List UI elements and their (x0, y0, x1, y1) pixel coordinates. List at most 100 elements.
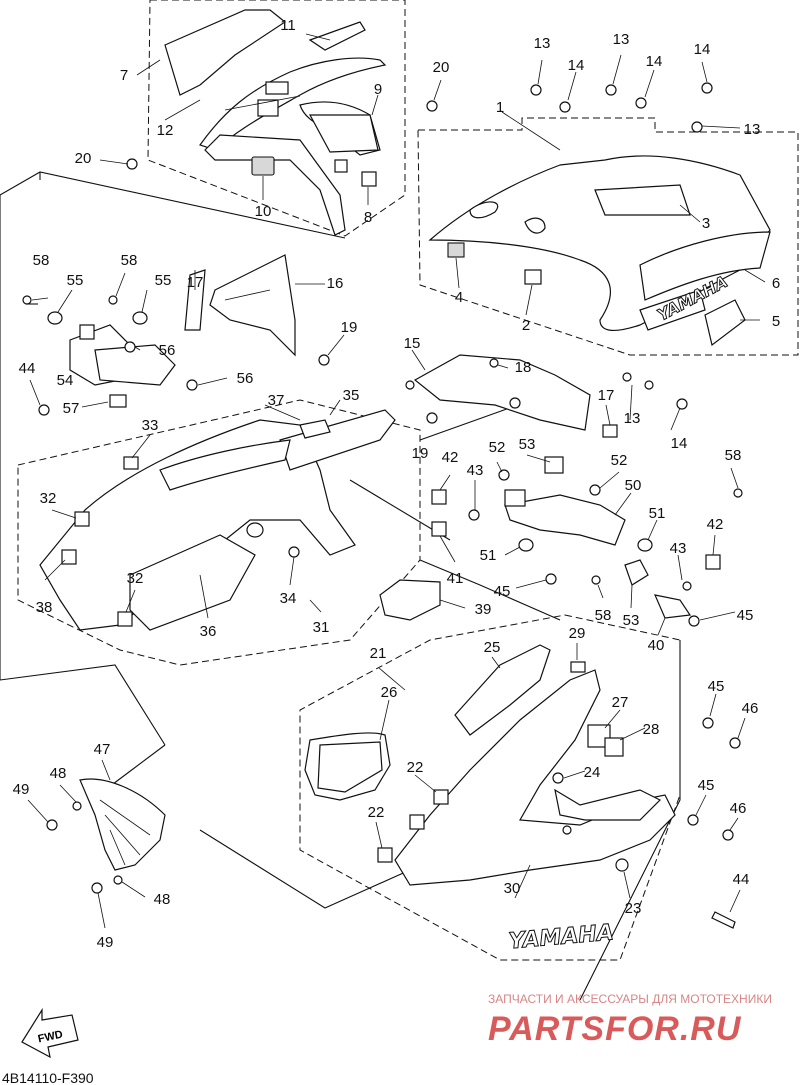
callout-52a: 52 (489, 439, 506, 456)
callout-35: 35 (343, 387, 360, 404)
group-outline-1 (417, 117, 799, 356)
callout-25: 25 (484, 639, 501, 656)
callout-45d: 45 (698, 777, 715, 794)
part-21-lower-cowling-right (304, 644, 741, 929)
callout-48a: 48 (50, 765, 67, 782)
callout-56a: 56 (159, 342, 176, 359)
callout-3: 3 (702, 215, 710, 232)
callout-55a: 55 (67, 272, 84, 289)
callout-8: 8 (364, 209, 372, 226)
part-1-side-cowling-upper (428, 155, 771, 347)
part-47-cover (46, 778, 166, 894)
callout-10: 10 (255, 203, 272, 220)
callout-45c: 45 (708, 678, 725, 695)
callout-11: 11 (280, 17, 296, 34)
callout-58a: 58 (33, 252, 50, 269)
callout-24: 24 (584, 764, 601, 781)
callout-13b: 13 (613, 31, 630, 48)
callout-13d: 13 (624, 410, 641, 427)
callout-21: 21 (370, 645, 387, 662)
callout-17a: 17 (187, 274, 204, 291)
middle-brackets (405, 354, 743, 627)
callout-52b: 52 (611, 452, 628, 469)
callout-29: 29 (569, 625, 586, 642)
callout-1: 1 (496, 99, 504, 116)
callout-34: 34 (280, 590, 297, 607)
callout-42b: 42 (707, 516, 724, 533)
callout-56b: 56 (237, 370, 254, 387)
callout-7: 7 (120, 67, 128, 84)
callout-44b: 44 (733, 871, 750, 888)
callout-33: 33 (142, 417, 159, 434)
callout-37: 37 (268, 392, 285, 409)
callout-14d: 14 (671, 435, 688, 452)
callout-31: 31 (313, 619, 330, 636)
callout-58c: 58 (725, 447, 742, 464)
callout-22a: 22 (407, 759, 424, 776)
part-31-lower-cowling-left (39, 409, 396, 631)
fwd-arrow: FWD (21, 1007, 79, 1059)
callout-22b: 22 (368, 804, 385, 821)
callout-44a: 44 (19, 360, 36, 377)
callout-43b: 43 (670, 540, 687, 557)
callout-49a: 49 (13, 781, 30, 798)
callout-58b: 58 (121, 252, 138, 269)
callout-6: 6 (772, 275, 780, 292)
brand-lower: YAMAHA (508, 920, 615, 954)
callout-4: 4 (455, 289, 463, 306)
callout-54: 54 (57, 372, 74, 389)
callout-41: 41 (447, 570, 464, 587)
callout-5: 5 (772, 313, 780, 330)
part-7-upper-panel (164, 9, 387, 236)
callout-42a: 42 (442, 449, 459, 466)
watermark-tagline: ЗАПЧАСТИ И АКСЕССУАРЫ ДЛЯ МОТОТЕХНИКИ (488, 992, 772, 1006)
callout-13c: 13 (744, 121, 761, 138)
part-39-panel (379, 579, 441, 621)
callout-58d: 58 (595, 607, 612, 624)
callout-43a: 43 (467, 462, 484, 479)
callout-27: 27 (612, 694, 629, 711)
callout-16: 16 (327, 275, 344, 292)
callout-51b: 51 (480, 547, 497, 564)
callout-47: 47 (94, 741, 111, 758)
callout-51a: 51 (649, 505, 666, 522)
callout-40: 40 (648, 637, 665, 654)
group-outline-31 (17, 399, 421, 666)
left-hardware (22, 295, 198, 416)
callout-17b: 17 (598, 387, 615, 404)
callout-46b: 46 (730, 800, 747, 817)
callout-45b: 45 (737, 607, 754, 624)
callout-53a: 53 (519, 436, 536, 453)
callout-15: 15 (404, 335, 421, 352)
callout-18: 18 (515, 359, 532, 376)
callout-32b: 32 (127, 570, 144, 587)
callout-28: 28 (643, 721, 660, 738)
callout-36: 36 (200, 623, 217, 640)
callout-45a: 45 (494, 583, 511, 600)
callout-2: 2 (522, 317, 530, 334)
callout-57: 57 (63, 400, 80, 417)
callout-49b: 49 (97, 934, 114, 951)
part-16-inner-panel (184, 254, 296, 357)
callout-26: 26 (381, 684, 398, 701)
callout-9: 9 (374, 81, 382, 98)
callout-30: 30 (504, 880, 521, 897)
callout-20a: 20 (433, 59, 450, 76)
callout-14a: 14 (568, 57, 585, 74)
leader-lines (27, 33, 766, 929)
callout-19b: 19 (412, 445, 429, 462)
callout-23: 23 (625, 900, 642, 917)
callout-53b: 53 (623, 612, 640, 629)
callout-20b: 20 (75, 150, 92, 167)
callout-39: 39 (475, 601, 492, 618)
callout-14c: 14 (694, 41, 711, 58)
watermark-logo: PARTSFOR.RU (488, 1010, 742, 1048)
fwd-label: FWD (37, 1028, 64, 1045)
callout-14b: 14 (646, 53, 663, 70)
callout-12: 12 (157, 122, 174, 139)
callout-13a: 13 (534, 35, 551, 52)
group-outline-7 (147, 0, 406, 237)
drawing-code: 4B14110-F390 (2, 1070, 94, 1085)
